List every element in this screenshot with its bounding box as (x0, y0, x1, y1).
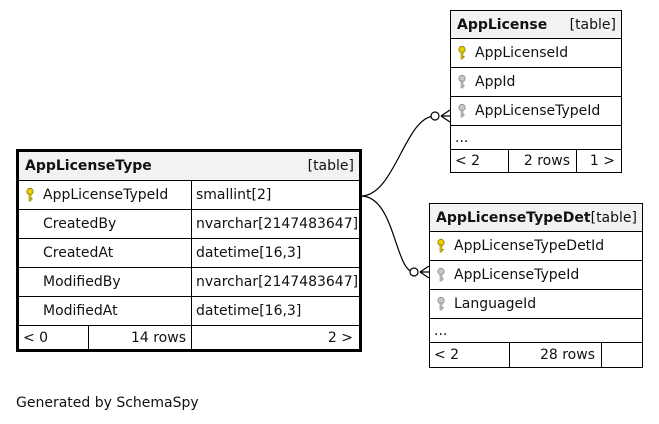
column-row[interactable]: ModifiedBy nvarchar[2147483647] (19, 268, 359, 297)
table-applicense[interactable]: AppLicense [table] AppLicenseId AppId Ap… (450, 10, 622, 173)
column-row[interactable]: AppLicenseTypeDetId (430, 232, 642, 261)
column-row[interactable]: AppId (451, 68, 621, 97)
column-row[interactable]: AppLicenseTypeId (430, 261, 642, 290)
column-name: AppLicenseTypeId (475, 103, 601, 119)
column-name: AppLicenseId (475, 45, 569, 61)
table-footer: < 2 2 rows 1 > (451, 150, 621, 172)
primary-key-icon (457, 43, 475, 63)
primary-key-icon (25, 185, 43, 205)
column-type: datetime[16,3] (191, 239, 359, 267)
foreign-key-icon (436, 265, 454, 285)
more-columns: ... (451, 126, 621, 150)
children-count[interactable]: 1 > (589, 153, 615, 169)
primary-key-icon (436, 236, 454, 256)
column-name: CreatedBy (43, 216, 117, 232)
column-name: LanguageId (454, 296, 537, 312)
column-row[interactable]: AppLicenseTypeId smallint[2] (19, 181, 359, 210)
column-type: smallint[2] (191, 181, 359, 209)
column-name: AppLicenseTypeId (454, 267, 580, 283)
edge-applicensetypedet-zero-marker (409, 267, 419, 277)
table-kind: [table] (569, 16, 616, 33)
column-row[interactable]: ModifiedAt datetime[16,3] (19, 297, 359, 326)
children-count[interactable]: 2 > (327, 329, 353, 346)
edge-applicense-zero-marker (430, 111, 440, 121)
more-columns: ... (430, 319, 642, 343)
column-row[interactable]: CreatedAt datetime[16,3] (19, 239, 359, 268)
edge-applicense-crowfoot (440, 109, 451, 123)
column-row[interactable]: AppLicenseId (451, 39, 621, 68)
column-row[interactable]: AppLicenseTypeId (451, 97, 621, 126)
table-name: AppLicenseType (25, 158, 152, 174)
column-name: ModifiedBy (43, 274, 121, 290)
column-row[interactable]: CreatedBy nvarchar[2147483647] (19, 210, 359, 239)
table-name: AppLicenseTypeDet (436, 209, 591, 226)
table-kind: [table] (307, 158, 354, 174)
column-name: AppLicenseTypeId (43, 187, 169, 203)
table-footer: < 0 14 rows 2 > (19, 326, 359, 349)
table-name: AppLicense (457, 16, 548, 33)
column-name: AppLicenseTypeDetId (454, 238, 605, 254)
parents-count[interactable]: < 2 (430, 343, 510, 367)
column-type: nvarchar[2147483647] (191, 210, 359, 238)
column-name: CreatedAt (43, 245, 114, 261)
row-count: 28 rows (510, 343, 602, 367)
row-count: 14 rows (89, 326, 192, 349)
table-kind: [table] (590, 209, 637, 226)
column-name: ModifiedAt (43, 303, 118, 319)
table-header: AppLicenseType [table] (19, 152, 359, 181)
table-applicensetype[interactable]: AppLicenseType [table] AppLicenseTypeId … (16, 149, 362, 352)
row-count: 2 rows (509, 150, 577, 172)
edge-applicense-to-applicensetype (360, 115, 436, 197)
children-count[interactable] (602, 343, 642, 367)
table-header: AppLicense [table] (451, 11, 621, 39)
table-header: AppLicenseTypeDet [table] (430, 204, 642, 232)
generated-by-text: Generated by SchemaSpy (16, 395, 199, 411)
table-applicensetypedet[interactable]: AppLicenseTypeDet [table] AppLicenseType… (429, 203, 643, 368)
foreign-key-icon (457, 101, 475, 121)
column-name: AppId (475, 74, 516, 90)
column-type: datetime[16,3] (191, 297, 359, 325)
foreign-key-icon (457, 72, 475, 92)
parents-count[interactable]: < 0 (19, 326, 89, 349)
foreign-key-icon (436, 294, 454, 314)
column-row[interactable]: LanguageId (430, 290, 642, 319)
column-type: nvarchar[2147483647] (191, 268, 359, 296)
edge-applicensetypedet-crowfoot (419, 265, 430, 279)
edge-applicensetypedet-to-applicensetype (360, 195, 415, 273)
table-footer: < 2 28 rows (430, 343, 642, 367)
parents-count[interactable]: < 2 (451, 150, 509, 172)
